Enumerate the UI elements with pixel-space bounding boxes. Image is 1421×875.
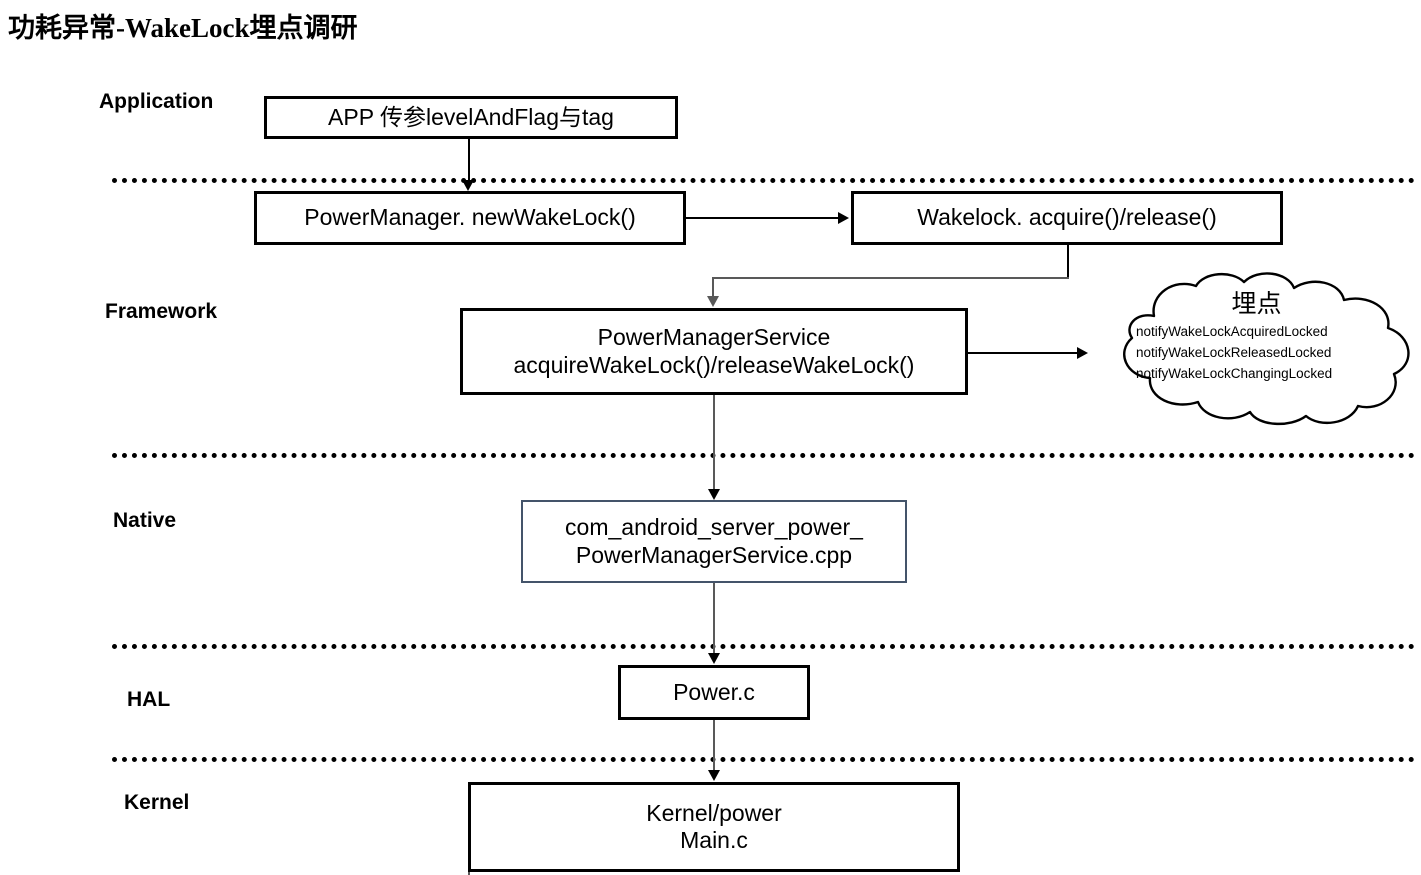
divider-hal-kernel (112, 757, 1415, 762)
page-title: 功耗异常-WakeLock埋点调研 (8, 13, 358, 43)
arrowhead-powermanager-to-wakelock (838, 212, 849, 224)
box-app-label: APP 传参levelAndFlag与tag (328, 103, 614, 130)
layer-label-native: Native (113, 509, 177, 532)
divider-native-hal (112, 644, 1415, 649)
box-native-cpp[interactable]: com_android_server_power_ PowerManagerSe… (521, 500, 907, 583)
layer-label-framework: Framework (105, 300, 218, 323)
arrowhead-hal-to-kernel (708, 770, 720, 781)
connector-kernel-bottom (468, 872, 470, 875)
box-kernel-power-label: Kernel/power Main.c (646, 799, 782, 853)
cloud-methods: notifyWakeLockAcquiredLocked notifyWakeL… (1136, 324, 1333, 381)
box-kernel-power[interactable]: Kernel/power Main.c (468, 782, 960, 872)
divider-framework-native (112, 453, 1415, 458)
connector-wakelock-to-pms (712, 277, 714, 301)
connector-app-to-powermanager (468, 138, 470, 186)
box-power-manager-service[interactable]: PowerManagerService acquireWakeLock()/re… (460, 308, 968, 395)
box-hal-power[interactable]: Power.c (618, 665, 810, 720)
box-wakelock[interactable]: Wakelock. acquire()/release() (851, 191, 1283, 245)
cloud-shape-icon (1123, 272, 1410, 426)
arrowhead-wakelock-to-pms (707, 296, 719, 307)
layer-label-kernel: Kernel (124, 791, 190, 814)
cloud-title: 埋点 (1231, 291, 1282, 318)
cloud-callout[interactable]: 埋点 notifyWakeLockAcquiredLocked notifyWa… (1092, 270, 1421, 428)
connector-hal-to-kernel (713, 720, 715, 775)
connector-powermanager-to-wakelock (685, 217, 839, 219)
divider-application-framework (112, 178, 1415, 183)
box-hal-power-label: Power.c (673, 678, 755, 705)
connector-pms-to-native (713, 395, 715, 494)
layer-label-application: Application (99, 90, 214, 113)
arrowhead-app-to-powermanager (462, 180, 474, 191)
arrowhead-pms-to-native (708, 489, 720, 500)
connector-pms-to-cloud (968, 352, 1078, 354)
connector-wakelock-down (1067, 245, 1069, 278)
box-wakelock-label: Wakelock. acquire()/release() (917, 204, 1217, 231)
connector-native-to-hal (713, 583, 715, 658)
box-power-manager[interactable]: PowerManager. newWakeLock() (254, 191, 686, 245)
layer-label-hal: HAL (127, 688, 171, 711)
box-app[interactable]: APP 传参levelAndFlag与tag (264, 96, 678, 139)
arrowhead-native-to-hal (708, 653, 720, 664)
box-power-manager-service-label: PowerManagerService acquireWakeLock()/re… (513, 324, 915, 378)
arrowhead-pms-to-cloud (1077, 347, 1088, 359)
box-power-manager-label: PowerManager. newWakeLock() (304, 204, 636, 231)
connector-wakelock-left (712, 277, 1069, 279)
box-native-cpp-label: com_android_server_power_ PowerManagerSe… (565, 514, 863, 568)
